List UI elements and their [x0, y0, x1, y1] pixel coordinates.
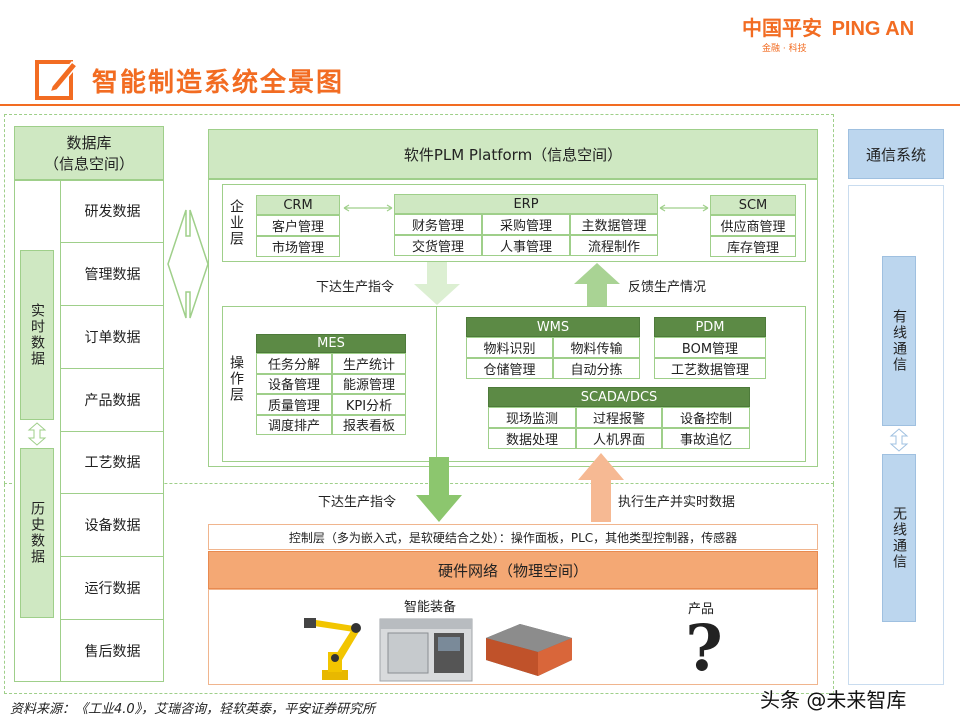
info-space-region — [4, 114, 834, 484]
enterprise-layer-label: 企业层 — [228, 199, 244, 247]
wms-title: WMS — [466, 317, 640, 337]
crm-title: CRM — [256, 195, 340, 215]
mes-item: 报表看板 — [332, 414, 406, 435]
database-item: 管理数据 — [60, 242, 164, 306]
operation-divider — [436, 306, 437, 462]
up-arrow-from-control — [576, 452, 626, 522]
wired-comm-block: 有线通信 — [882, 256, 916, 426]
source-note: 资料来源：《工业4.0》，艾瑞咨询，轻软英泰，平安证券研究所 — [10, 702, 376, 717]
title-underline — [0, 104, 960, 106]
erp-item: 财务管理 — [394, 214, 482, 235]
product-label: 产品 — [688, 602, 715, 617]
mes-item: 任务分解 — [256, 353, 332, 374]
erp-item: 主数据管理 — [570, 214, 658, 235]
wms-item: 仓储管理 — [466, 358, 553, 379]
operation-layer-label: 操作层 — [228, 355, 244, 403]
mes-item: 调度排产 — [256, 414, 332, 435]
comm-body — [848, 185, 944, 685]
scada-title: SCADA/DCS — [488, 387, 750, 407]
crm-item: 市场管理 — [256, 236, 340, 257]
equipment-label: 智能装备 — [404, 600, 457, 615]
scm-item: 供应商管理 — [710, 215, 796, 236]
database-item: 工艺数据 — [60, 431, 164, 495]
plm-down-label: 下达生产指令 — [316, 280, 395, 295]
realtime-history-link-icon — [27, 422, 47, 446]
erp-item: 交货管理 — [394, 235, 482, 256]
scada-item: 过程报警 — [576, 407, 662, 428]
database-item: 售后数据 — [60, 620, 164, 682]
scada-item: 设备控制 — [662, 407, 750, 428]
database-item: 研发数据 — [60, 180, 164, 243]
scada-item: 事故追忆 — [662, 428, 750, 449]
watermark: 头条 @未来智库 — [760, 688, 907, 712]
lower-down-label: 下达生产指令 — [318, 495, 397, 510]
page-title: 智能制造系统全景图 — [92, 68, 345, 98]
erp-item: 采购管理 — [482, 214, 570, 235]
erp-scm-connector — [658, 199, 710, 212]
wired-wireless-link-icon — [889, 428, 909, 452]
plm-header: 软件PLM Platform（信息空间） — [208, 129, 818, 179]
erp-item: 流程制作 — [570, 235, 658, 256]
erp-item: 人事管理 — [482, 235, 570, 256]
database-item: 设备数据 — [60, 494, 164, 558]
mes-title: MES — [256, 334, 406, 353]
down-arrow-to-operation — [412, 262, 462, 306]
database-item: 运行数据 — [60, 557, 164, 621]
database-item: 产品数据 — [60, 368, 164, 432]
scada-grid: 现场监测 过程报警 设备控制 数据处理 人机界面 事故追忆 — [488, 407, 750, 449]
pdm-item: 工艺数据管理 — [654, 358, 766, 379]
control-layer: 控制层（多为嵌入式，是软硬结合之处）：操作面板，PLC，其他类型控制器，传感器 — [208, 524, 818, 550]
hardware-body — [208, 589, 818, 685]
mes-item: 生产统计 — [332, 353, 406, 374]
mes-item: 能源管理 — [332, 373, 406, 394]
lower-up-label: 执行生产并实时数据 — [618, 495, 736, 510]
scada-item: 现场监测 — [488, 407, 576, 428]
title-icon — [34, 56, 79, 102]
scm-item: 库存管理 — [710, 236, 796, 257]
database-header: 数据库 （信息空间） — [14, 126, 164, 180]
wms-item: 物料传输 — [553, 337, 640, 358]
brand-logo: 中国平安 PING AN 金融 · 科技 — [742, 12, 942, 54]
scm-title: SCM — [710, 195, 796, 215]
scada-item: 数据处理 — [488, 428, 576, 449]
mes-grid: 任务分解 生产统计 设备管理 能源管理 质量管理 KPI分析 调度排产 报表看板 — [256, 353, 406, 435]
brand-name: 中国平安 PING AN — [742, 18, 915, 40]
robot-arm-image — [296, 612, 372, 682]
up-arrow-to-enterprise — [572, 262, 622, 306]
mes-item: 设备管理 — [256, 373, 332, 394]
hardware-header: 硬件网络（物理空间） — [208, 551, 818, 589]
database-plm-double-arrow — [166, 204, 210, 324]
scada-item: 人机界面 — [576, 428, 662, 449]
mes-item: KPI分析 — [332, 394, 406, 415]
realtime-data-block: 实时数据 — [20, 250, 54, 420]
crm-item: 客户管理 — [256, 215, 340, 236]
wms-item: 自动分拣 — [553, 358, 640, 379]
crm-erp-connector — [342, 199, 394, 212]
comm-header: 通信系统 — [848, 129, 944, 179]
database-items: 研发数据 管理数据 订单数据 产品数据 工艺数据 设备数据 运行数据 售后数据 — [60, 180, 164, 682]
physical-space-region — [4, 484, 834, 694]
down-arrow-to-control — [414, 457, 464, 523]
agv-image — [480, 616, 576, 680]
pdm-title: PDM — [654, 317, 766, 337]
plm-up-label: 反馈生产情况 — [628, 280, 707, 295]
wireless-comm-block: 无线通信 — [882, 454, 916, 622]
erp-title: ERP — [394, 194, 658, 214]
mes-item: 质量管理 — [256, 394, 332, 415]
brand-tagline: 金融 · 科技 — [762, 44, 807, 54]
database-item: 订单数据 — [60, 305, 164, 369]
wms-item: 物料识别 — [466, 337, 553, 358]
erp-grid: 财务管理 采购管理 主数据管理 交货管理 人事管理 流程制作 — [394, 214, 658, 256]
product-question-mark: ? — [685, 610, 723, 686]
pdm-item: BOM管理 — [654, 337, 766, 358]
history-data-block: 历史数据 — [20, 448, 54, 618]
cnc-machine-image — [378, 613, 474, 683]
wms-grid: 物料识别 物料传输 仓储管理 自动分拣 — [466, 337, 640, 379]
